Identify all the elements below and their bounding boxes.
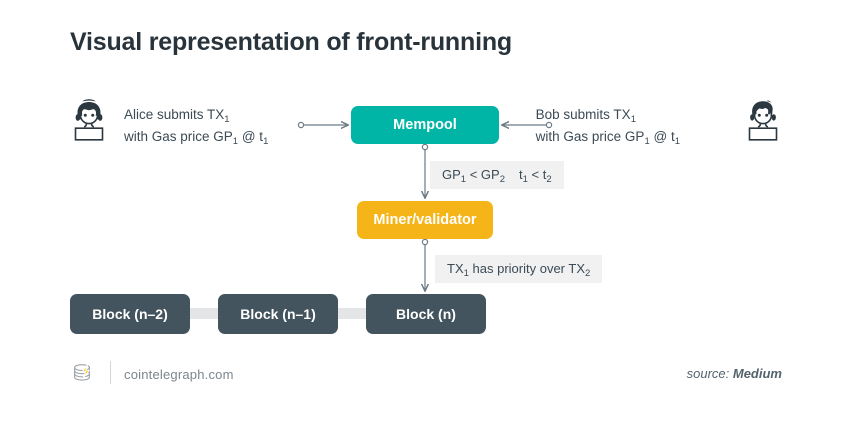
- page-title: Visual representation of front-running: [70, 28, 512, 56]
- gas-gp-left: GP: [442, 167, 461, 182]
- alice-line-2-sub2: 1: [263, 136, 269, 147]
- alice-line-1: Alice submits TX1: [124, 105, 268, 127]
- bob-line-1-text: Bob submits TX: [535, 107, 631, 122]
- alice-line-1-text: Alice submits TX: [124, 107, 225, 122]
- gas-t-left: t: [519, 167, 523, 182]
- priority-tx1-sub: 1: [463, 268, 469, 279]
- footer-source: source: Medium: [687, 366, 782, 381]
- node-miner-validator[interactable]: Miner/validator: [357, 201, 493, 239]
- female-avatar-icon: [66, 98, 112, 144]
- footer-divider: [110, 361, 111, 384]
- connector-miner-to-block: [422, 238, 427, 291]
- alice-line-2-text: with Gas price GP: [124, 129, 233, 144]
- priority-mid-text: has priority over TX: [468, 261, 586, 276]
- gas-gp-left-sub: 1: [460, 174, 467, 185]
- bob-line-2-sub: 1: [644, 136, 650, 147]
- gas-gp-right-sub: 2: [499, 174, 505, 185]
- footer-source-name: Medium: [732, 366, 782, 381]
- annotation-priority: TX1 has priority over TX2: [435, 255, 603, 283]
- bob-line-2-text: with Gas price GP: [535, 129, 645, 144]
- block-connector-2: [334, 308, 372, 319]
- bob-line-2: with Gas price GP1 @ t1: [536, 127, 680, 149]
- block-n-minus-2[interactable]: Block (n–2): [70, 294, 190, 334]
- alice-caption: Alice submits TX1 with Gas price GP1 @ t…: [124, 105, 268, 149]
- cointelegraph-logo-icon: [70, 360, 96, 386]
- gas-operator-1: < GP: [466, 167, 500, 182]
- bob-line-2-mid: @ t: [649, 129, 675, 144]
- connector-alice-to-mempool: [297, 122, 348, 127]
- priority-tx2-sub: 2: [585, 268, 591, 279]
- node-mempool[interactable]: Mempool: [351, 106, 499, 144]
- block-n-label: Block (n): [396, 306, 456, 322]
- gas-t-right-sub: 2: [546, 174, 552, 185]
- block-n-minus-1-label: Block (n–1): [240, 306, 316, 322]
- gas-operator-2: < t: [527, 167, 547, 182]
- block-n-minus-2-label: Block (n–2): [92, 306, 168, 322]
- node-mempool-label: Mempool: [393, 117, 457, 133]
- alice-line-2: with Gas price GP1 @ t1: [124, 127, 268, 149]
- bob-caption: Bob submits TX1 with Gas price GP1 @ t1: [536, 105, 680, 149]
- connector-mempool-to-miner: [422, 143, 427, 198]
- alice-line-2-sub: 1: [232, 136, 239, 147]
- bob-line-1: Bob submits TX1: [536, 105, 680, 127]
- bob-line-1-sub: 1: [630, 114, 636, 125]
- block-connector-1: [186, 308, 224, 319]
- block-n-minus-1[interactable]: Block (n–1): [218, 294, 338, 334]
- block-n[interactable]: Block (n): [366, 294, 486, 334]
- footer-site-url: cointelegraph.com: [124, 367, 234, 382]
- alice-line-2-mid: @ t: [238, 129, 264, 144]
- priority-tx1: TX: [447, 261, 464, 276]
- alice-line-1-sub: 1: [224, 114, 230, 125]
- node-miner-label: Miner/validator: [373, 212, 477, 228]
- male-avatar-icon: [740, 98, 786, 144]
- bob-line-2-sub2: 1: [674, 136, 680, 147]
- footer-source-prefix: source:: [686, 366, 733, 381]
- gas-t-left-sub: 1: [522, 174, 528, 185]
